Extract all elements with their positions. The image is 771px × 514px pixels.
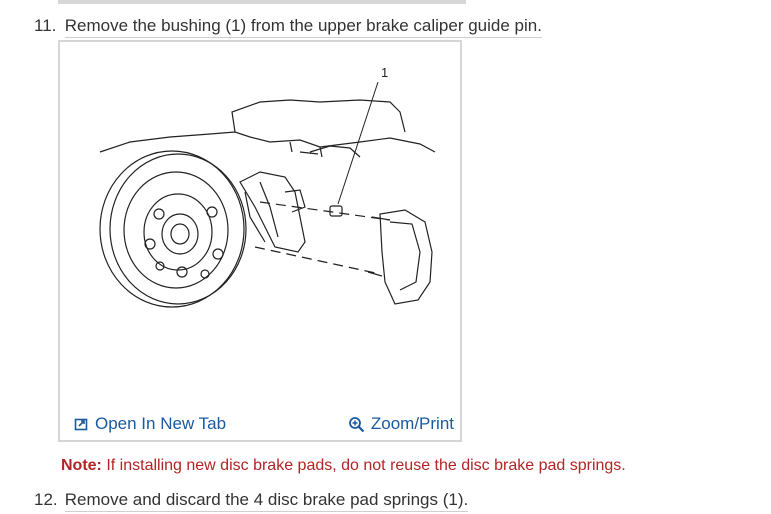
note-text: If installing new disc brake pads, do no… (106, 457, 626, 474)
magnifier-icon (348, 416, 365, 432)
zoom-print-link[interactable]: Zoom/Print (348, 414, 454, 434)
note-prefix: Note: (61, 457, 102, 474)
note: Note: If installing new disc brake pads,… (61, 457, 626, 475)
step-11: 11. Remove the bushing (1) from the uppe… (34, 16, 542, 38)
external-link-icon (74, 418, 88, 430)
top-divider (58, 0, 466, 4)
callout-label: 1 (381, 65, 388, 80)
step-12: 12. Remove and discard the 4 disc brake … (34, 490, 469, 512)
figure-container: 1 Open In New Tab Zoom/Print (58, 40, 462, 442)
step-number: 12. (34, 490, 58, 509)
zoom-print-label: Zoom/Print (370, 414, 454, 433)
step-text: Remove the bushing (1) from the upper br… (64, 16, 542, 38)
brake-caliper-illustration: 1 (99, 65, 436, 308)
open-in-new-tab-link[interactable]: Open In New Tab (74, 414, 226, 434)
step-text: Remove and discard the 4 disc brake pad … (64, 490, 469, 512)
open-in-new-tab-label: Open In New Tab (95, 414, 227, 433)
step-number: 11. (34, 16, 57, 35)
